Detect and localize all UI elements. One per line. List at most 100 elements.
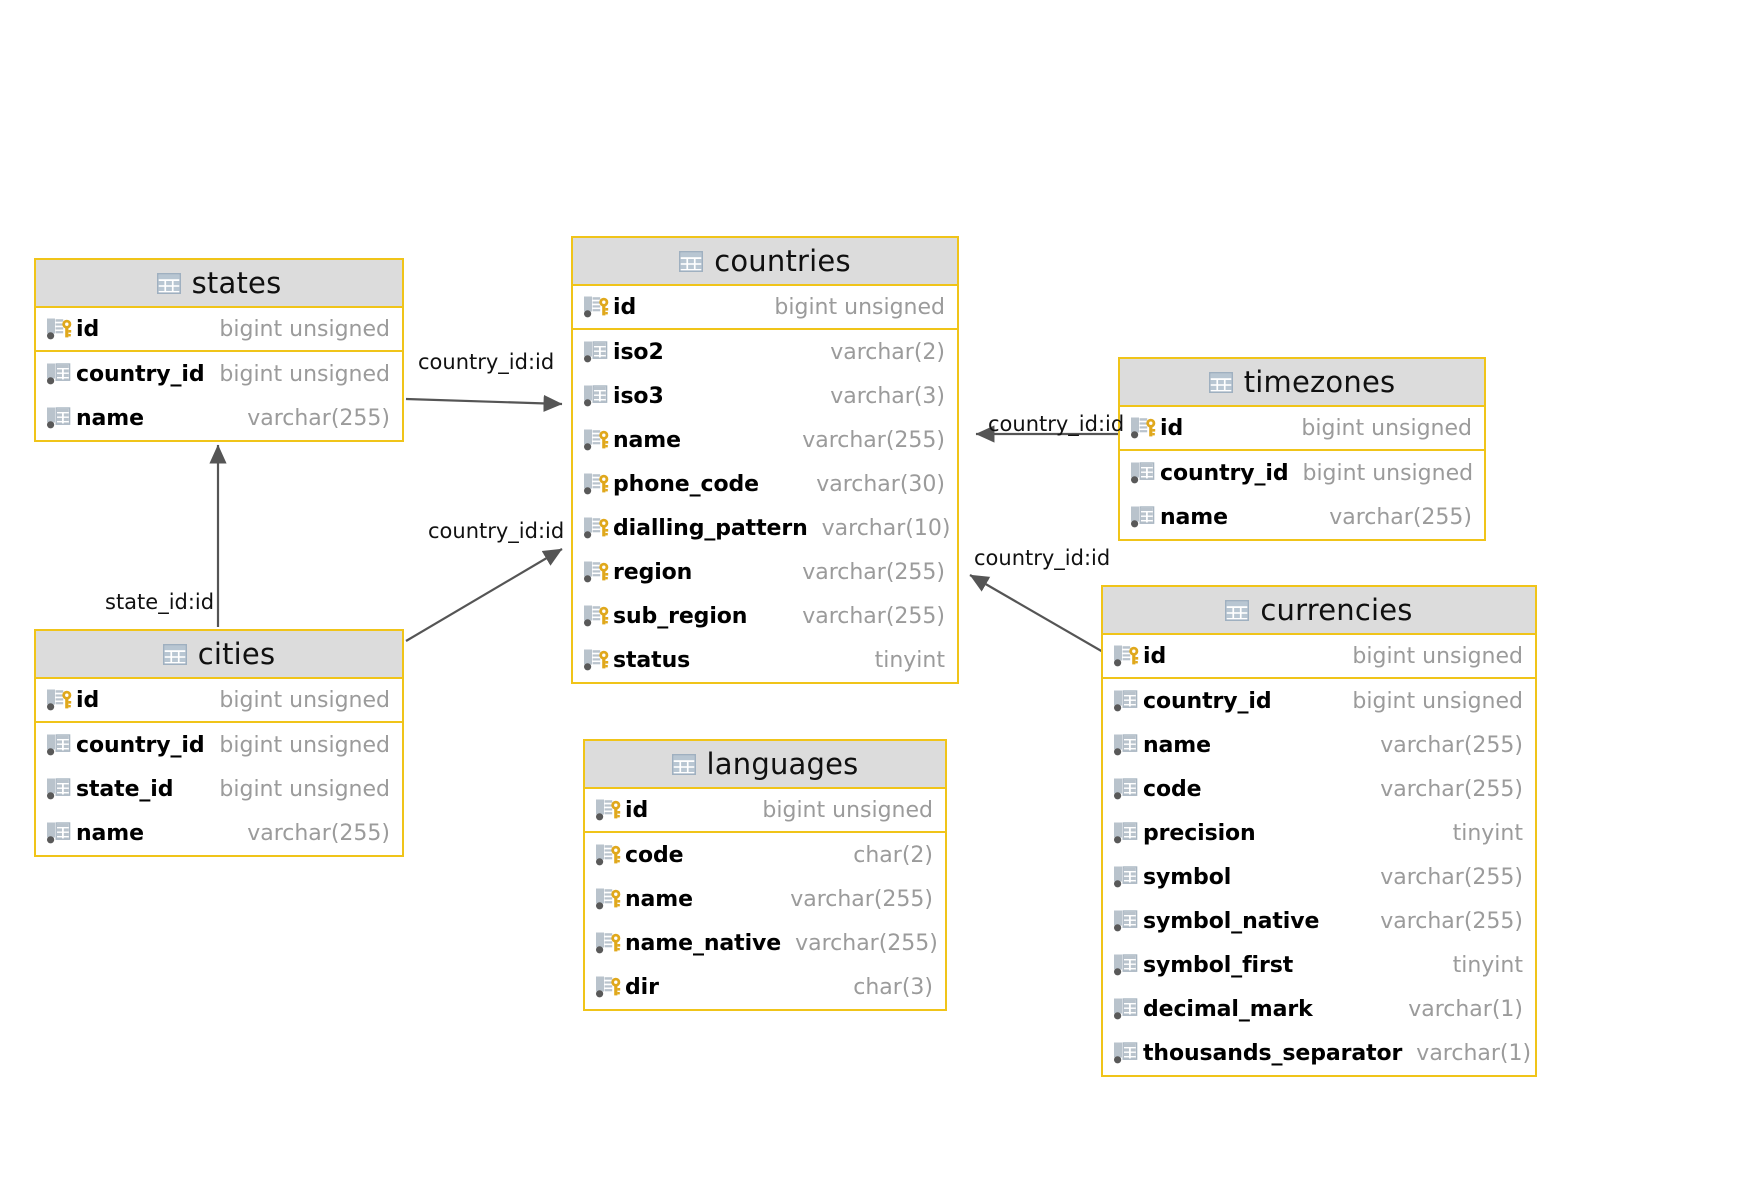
column-type: varchar(30)	[816, 471, 945, 497]
column-key-icon	[595, 843, 625, 867]
table-title: states	[191, 265, 282, 300]
column-row[interactable]: symbol varchar(255)	[1103, 855, 1535, 899]
column-type: bigint unsigned	[219, 687, 390, 713]
column-type: bigint unsigned	[219, 316, 390, 342]
column-index-icon	[1113, 909, 1143, 933]
column-type: varchar(255)	[247, 820, 390, 846]
column-type: varchar(255)	[1380, 864, 1523, 890]
column-type: bigint unsigned	[219, 732, 390, 758]
column-index-icon	[1113, 777, 1143, 801]
column-name: symbol_native	[1143, 908, 1320, 934]
column-name: symbol	[1143, 864, 1232, 890]
relationship-label-cities-states: state_id:id	[105, 590, 215, 614]
column-type: varchar(255)	[1380, 776, 1523, 802]
column-type: bigint unsigned	[762, 797, 933, 823]
column-name: name	[625, 886, 693, 912]
column-type: bigint unsigned	[774, 294, 945, 320]
relationship-label-cities-countries: country_id:id	[428, 519, 565, 543]
table-header-cities[interactable]: cities	[36, 631, 402, 679]
column-name: name	[1160, 504, 1228, 530]
column-name: code	[1143, 776, 1202, 802]
column-name: id	[625, 797, 649, 823]
column-index-icon	[46, 821, 76, 845]
column-row[interactable]: code varchar(255)	[1103, 767, 1535, 811]
column-name: name	[76, 820, 144, 846]
table-grid-icon	[1208, 371, 1233, 393]
column-row[interactable]: country_id bigint unsigned	[1103, 679, 1535, 723]
relationship-label-states-countries: country_id:id	[418, 350, 555, 374]
column-index-icon	[1113, 689, 1143, 713]
column-key-icon	[583, 295, 613, 319]
column-type: tinyint	[874, 647, 945, 673]
column-name: dialling_pattern	[613, 515, 808, 541]
column-key-icon	[595, 931, 625, 955]
column-name: status	[613, 647, 691, 673]
column-name: country_id	[1143, 688, 1272, 714]
column-index-icon	[1113, 821, 1143, 845]
column-row[interactable]: name varchar(255)	[585, 877, 945, 921]
column-row[interactable]: name varchar(255)	[36, 811, 402, 855]
column-type: varchar(3)	[830, 383, 945, 409]
table-header-countries[interactable]: countries	[573, 238, 957, 286]
column-type: bigint unsigned	[1352, 643, 1523, 669]
column-row[interactable]: status tinyint	[573, 638, 957, 682]
column-type: bigint unsigned	[1352, 688, 1523, 714]
column-row[interactable]: name varchar(255)	[1120, 495, 1484, 539]
table-header-currencies[interactable]: currencies	[1103, 587, 1535, 635]
column-name: iso2	[613, 339, 664, 365]
table-header-timezones[interactable]: timezones	[1120, 359, 1484, 407]
column-index-icon	[46, 777, 76, 801]
column-row[interactable]: iso2 varchar(2)	[573, 330, 957, 374]
column-type: bigint unsigned	[1301, 415, 1472, 441]
column-name: phone_code	[613, 471, 759, 497]
column-index-icon	[46, 733, 76, 757]
column-type: bigint unsigned	[1302, 460, 1474, 486]
column-name: symbol_first	[1143, 952, 1294, 978]
column-name: country_id	[76, 361, 205, 387]
column-type: varchar(2)	[830, 339, 945, 365]
column-type: varchar(255)	[1329, 504, 1472, 530]
column-type: varchar(255)	[790, 886, 933, 912]
column-type: varchar(255)	[247, 405, 390, 431]
table-header-states[interactable]: states	[36, 260, 402, 308]
table-header-languages[interactable]: languages	[585, 741, 945, 789]
column-name: sub_region	[613, 603, 748, 629]
column-row[interactable]: phone_code varchar(30)	[573, 462, 957, 506]
column-index-icon	[46, 406, 76, 430]
column-key-icon	[595, 887, 625, 911]
column-row[interactable]: id bigint unsigned	[585, 789, 945, 833]
column-key-icon	[1130, 416, 1160, 440]
